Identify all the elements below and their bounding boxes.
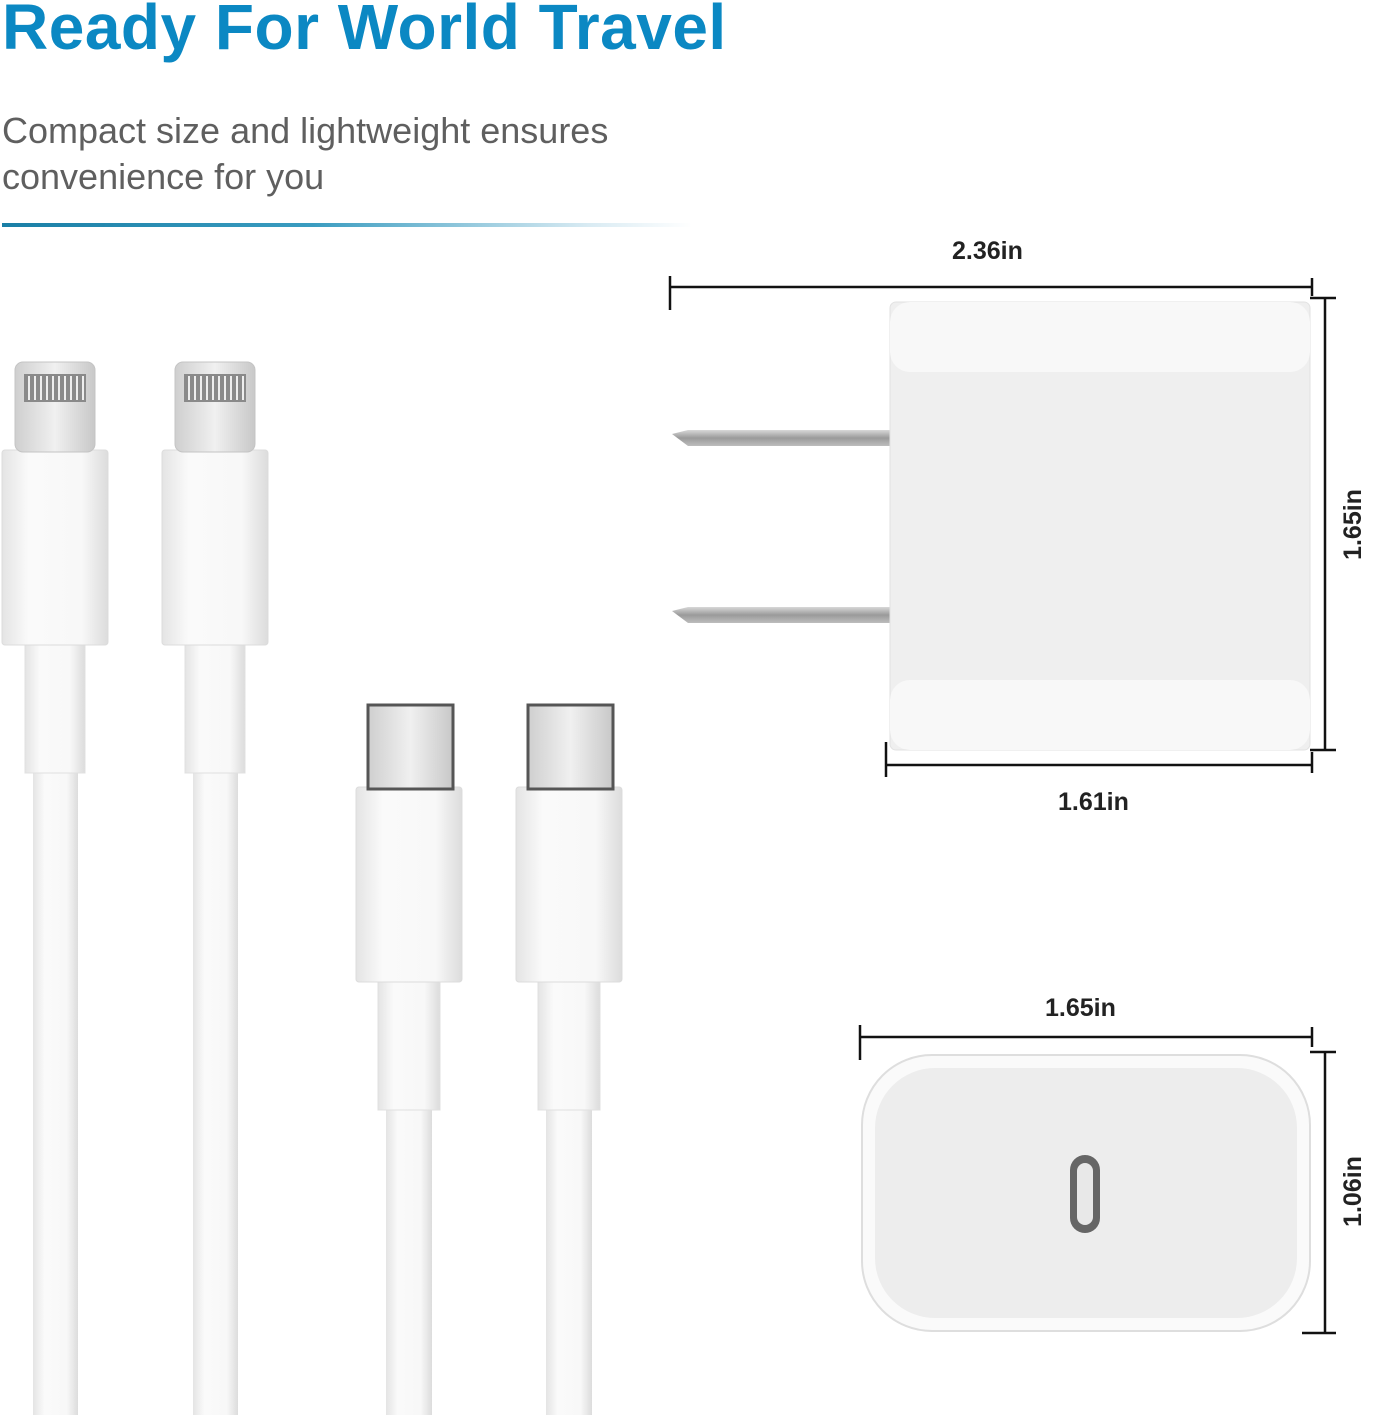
usb-c-cable-1 <box>355 703 463 1415</box>
charger-side-view <box>672 301 1311 751</box>
lightning-cable-2 <box>161 361 269 1415</box>
dim-label-front-height: 1.06in <box>1338 1156 1367 1227</box>
dim-label-side-width: 2.36in <box>952 237 1023 265</box>
dim-label-body-width: 1.61in <box>1058 788 1129 816</box>
dim-label-front-width: 1.65in <box>1045 994 1116 1022</box>
lightning-cable-1 <box>1 361 109 1415</box>
dimension-lines <box>668 276 1336 1335</box>
page-subtitle: Compact size and lightweight ensures con… <box>2 110 609 197</box>
accent-divider <box>2 223 692 227</box>
dim-label-side-height: 1.65in <box>1338 489 1367 560</box>
charger-front-view <box>861 1054 1311 1332</box>
usb-c-cable-2 <box>515 703 623 1415</box>
page-title: Ready For World Travel <box>2 0 727 63</box>
